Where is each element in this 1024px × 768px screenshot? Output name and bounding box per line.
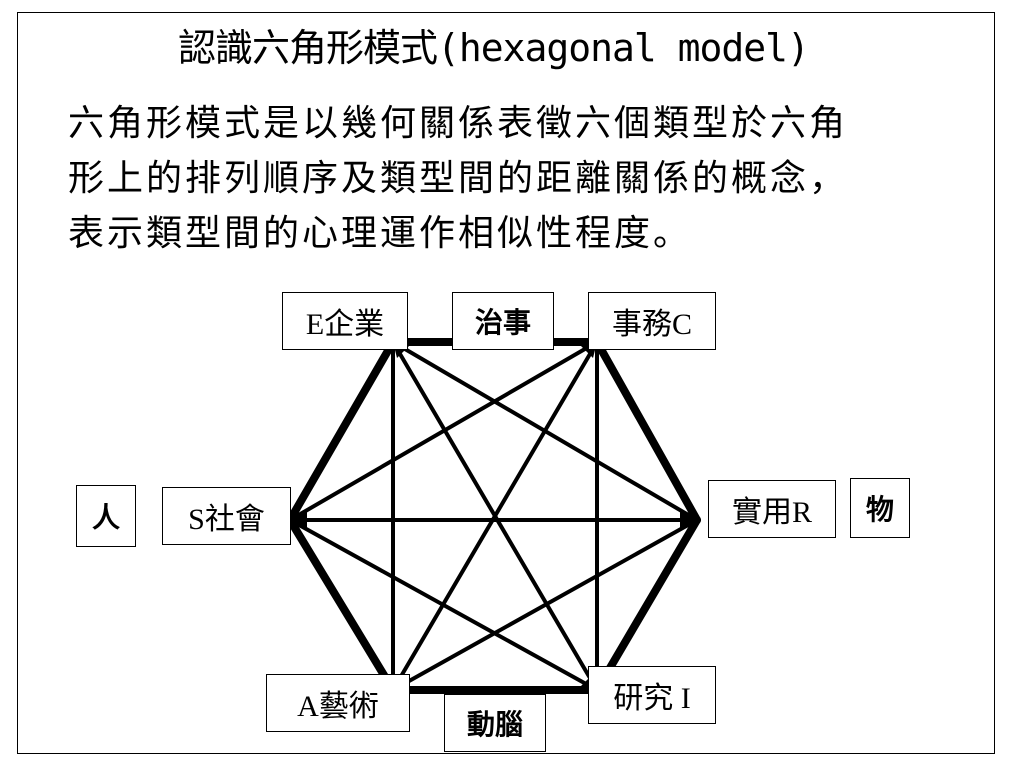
slide-frame: [17, 12, 995, 754]
vertex-label-conventional: 事務C: [588, 292, 716, 350]
vertex-label-realistic: 實用R: [708, 480, 836, 538]
vertex-label-artistic: A藝術: [266, 674, 410, 732]
edge-a-s: [286, 516, 397, 694]
dimension-label-left: 人: [76, 485, 136, 547]
vertex-label-enterprising: E企業: [282, 292, 408, 350]
vertex-label-investigative: 研究 I: [588, 666, 716, 724]
edge-c-r: [593, 338, 701, 524]
body-line-2: 形上的排列順序及類型間的距離關係的概念，: [68, 158, 849, 199]
body-line-1: 六角形模式是以幾何關係表徵六個類型於六角: [68, 103, 849, 144]
slide-body: 六角形模式是以幾何關係表徵六個類型於六角 形上的排列順序及類型間的距離關係的概念…: [68, 96, 988, 261]
vertex-label-social: S社會: [162, 487, 291, 545]
edge-s-e: [286, 338, 397, 524]
arrowhead-s: [290, 512, 307, 528]
arrowhead-r: [680, 512, 697, 528]
slide-title: 認識六角形模式(hexagonal model): [178, 26, 810, 70]
dimension-label-bottom: 動腦: [444, 694, 546, 752]
dimension-label-top: 治事: [452, 292, 554, 350]
diag-c-a: [391, 340, 599, 692]
dimension-label-right: 物: [850, 478, 910, 538]
edge-r-i: [593, 516, 701, 694]
body-line-3: 表示類型間的心理運作相似性程度。: [68, 213, 693, 254]
